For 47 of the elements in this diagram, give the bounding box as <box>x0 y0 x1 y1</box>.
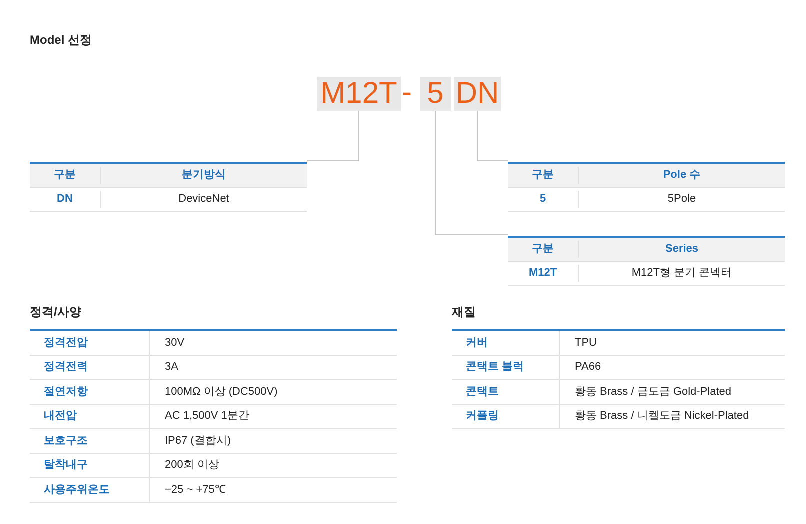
code-cell-text: M12T <box>528 266 558 282</box>
value-cell-text: 100MΩ 이상 (DC500V) <box>164 384 278 400</box>
header-cell: 분기방식 <box>100 167 307 184</box>
section-heading: 재질 <box>452 304 477 321</box>
property-cell: 절연저항 <box>30 380 150 404</box>
value-cell-text: 황동 Brass / 금도금 Gold-Plated <box>574 384 732 400</box>
value-cell-text: −25 ~ +75℃ <box>164 482 226 498</box>
connector-line <box>435 110 508 236</box>
connector-line <box>477 110 508 162</box>
value-cell-text: 200회 이상 <box>164 458 220 473</box>
code-segment: DN <box>454 77 501 111</box>
code-segment: 5 <box>420 77 451 111</box>
value-cell-text: IP67 (결합시) <box>164 434 232 448</box>
property-cell: 내전압 <box>30 404 150 428</box>
value-cell: 5Pole <box>578 191 785 208</box>
header-cell-text: 구분 <box>53 168 77 184</box>
property-cell: 탈착내구 <box>30 454 150 477</box>
value-cell: DeviceNet <box>100 191 307 208</box>
property-cell: 콘택트 <box>452 380 560 404</box>
property-cell: 정격전압 <box>30 331 150 354</box>
selection-table <box>30 162 307 212</box>
value-cell-text: PA66 <box>574 360 602 375</box>
header-cell: Series <box>578 241 785 258</box>
value-cell: M12T형 분기 콘넥터 <box>578 265 785 282</box>
connector-line <box>306 110 360 162</box>
value-cell-text: 황동 Brass / 니켈도금 Nickel-Plated <box>574 409 750 424</box>
property-cell: 보호구조 <box>30 429 150 452</box>
header-cell: Pole 수 <box>578 167 785 184</box>
property-cell: 커버 <box>452 331 560 354</box>
code-segment: M12T <box>317 77 401 111</box>
property-cell: 정격전력 <box>30 356 150 379</box>
value-cell-text: 3A <box>164 360 178 375</box>
value-cell-text: TPU <box>574 336 597 350</box>
section-heading: 정격/사양 <box>30 304 82 321</box>
value-cell-text: AC 1,500V 1분간 <box>164 409 250 424</box>
selection-table <box>508 162 785 212</box>
header-cell-text: 구분 <box>531 242 555 258</box>
code-cell-text: DN <box>56 192 74 208</box>
property-cell: 커플링 <box>452 404 560 428</box>
page-title: Model 선정 <box>30 32 92 49</box>
property-cell: 콘택트 블럭 <box>452 356 560 379</box>
selection-table <box>508 236 785 286</box>
code-cell-text: 5 <box>538 192 548 208</box>
value-cell-text: 30V <box>164 336 185 350</box>
property-cell: 사용주위온도 <box>30 478 150 502</box>
header-cell-text: 구분 <box>531 168 555 184</box>
separator-dash: - <box>402 78 412 108</box>
